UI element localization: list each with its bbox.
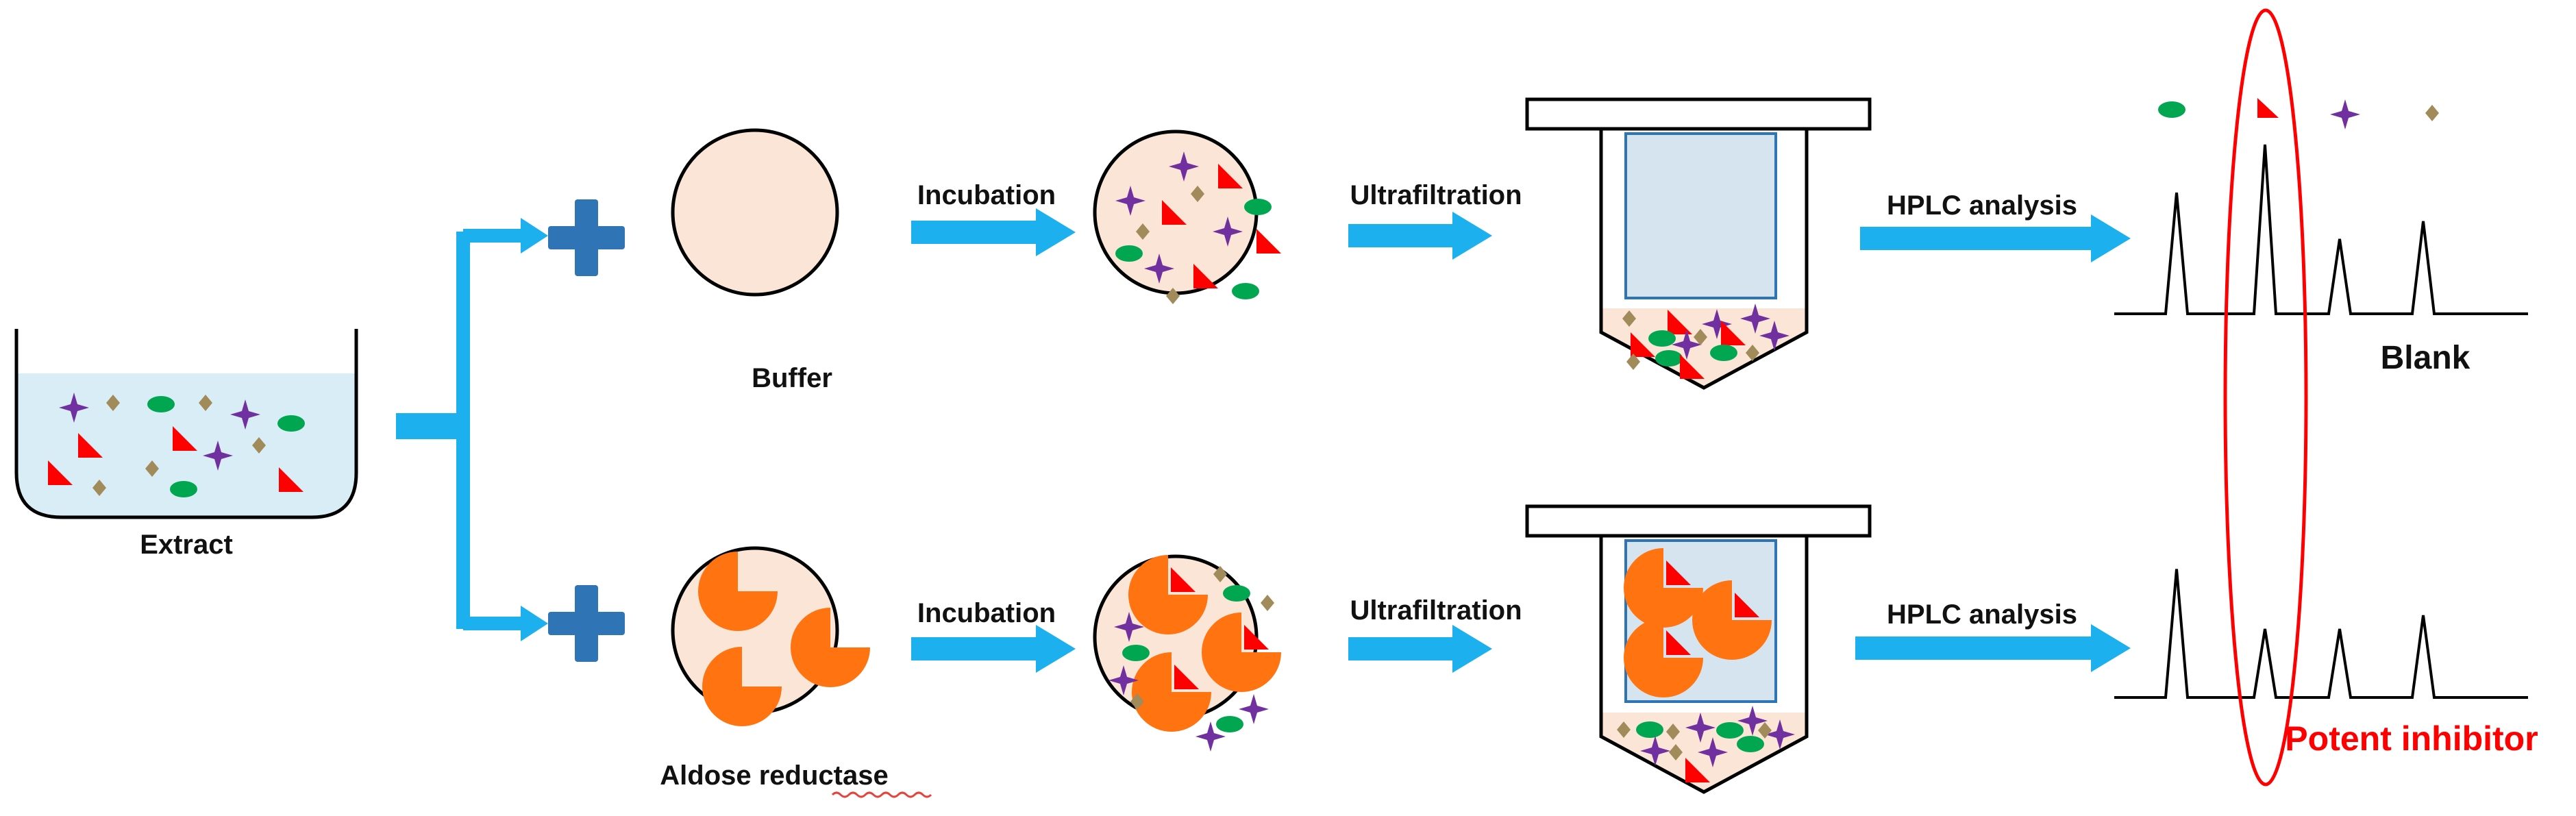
split-arrow bbox=[396, 218, 548, 641]
ultrafiltration-label-top: Ultrafiltration bbox=[1350, 180, 1522, 210]
chromatogram-blank bbox=[2114, 144, 2528, 315]
highlight-ellipse bbox=[2223, 8, 2308, 787]
ultrafiltration-label-bottom: Ultrafiltration bbox=[1350, 595, 1522, 626]
potent-inhibitor-label: Potent inhibitor bbox=[2285, 719, 2538, 758]
plus-icon bbox=[548, 199, 625, 276]
incubation-arrow-bottom bbox=[911, 625, 1076, 673]
green-ellipse-icon bbox=[2158, 101, 2185, 118]
hplc-arrow-top bbox=[1860, 214, 2131, 262]
chromatogram-trace bbox=[2114, 144, 2528, 315]
incubation-label-top: Incubation bbox=[917, 180, 1056, 210]
extract-beaker bbox=[14, 329, 358, 519]
blank-label: Blank bbox=[2381, 340, 2470, 376]
plus-icon bbox=[548, 585, 625, 662]
buffer-label: Buffer bbox=[752, 363, 832, 393]
ultrafiltration-device-top bbox=[1525, 97, 1872, 390]
hplc-label-top: HPLC analysis bbox=[1887, 190, 2077, 221]
hplc-label-bottom: HPLC analysis bbox=[1887, 599, 2077, 630]
purple-star-icon bbox=[2330, 99, 2360, 129]
aldose-reductase-label: Aldose reductase bbox=[660, 761, 888, 791]
hplc-arrow-bottom bbox=[1855, 624, 2131, 672]
ultrafiltration-device-bottom bbox=[1525, 504, 1872, 794]
incubation-mixture-enzyme bbox=[1093, 554, 1281, 752]
incubation-label-bottom: Incubation bbox=[917, 598, 1056, 628]
chromatogram-inhibitor bbox=[2114, 569, 2528, 699]
compound-legend bbox=[2158, 98, 2439, 129]
chromatogram-trace bbox=[2114, 569, 2528, 699]
spellcheck-underline bbox=[831, 791, 932, 798]
aldose-reductase-circle bbox=[671, 546, 870, 726]
enzyme-icon bbox=[791, 608, 870, 687]
extract-label: Extract bbox=[140, 530, 233, 560]
ultrafiltration-arrow-top bbox=[1348, 212, 1492, 260]
red-triangle-icon bbox=[2257, 98, 2279, 118]
incubation-mixture-buffer bbox=[1093, 129, 1281, 304]
brown-diamond-icon bbox=[2425, 105, 2439, 121]
buffer-circle bbox=[671, 128, 839, 297]
incubation-arrow-top bbox=[911, 208, 1076, 256]
ultrafiltration-arrow-bottom bbox=[1348, 625, 1492, 673]
